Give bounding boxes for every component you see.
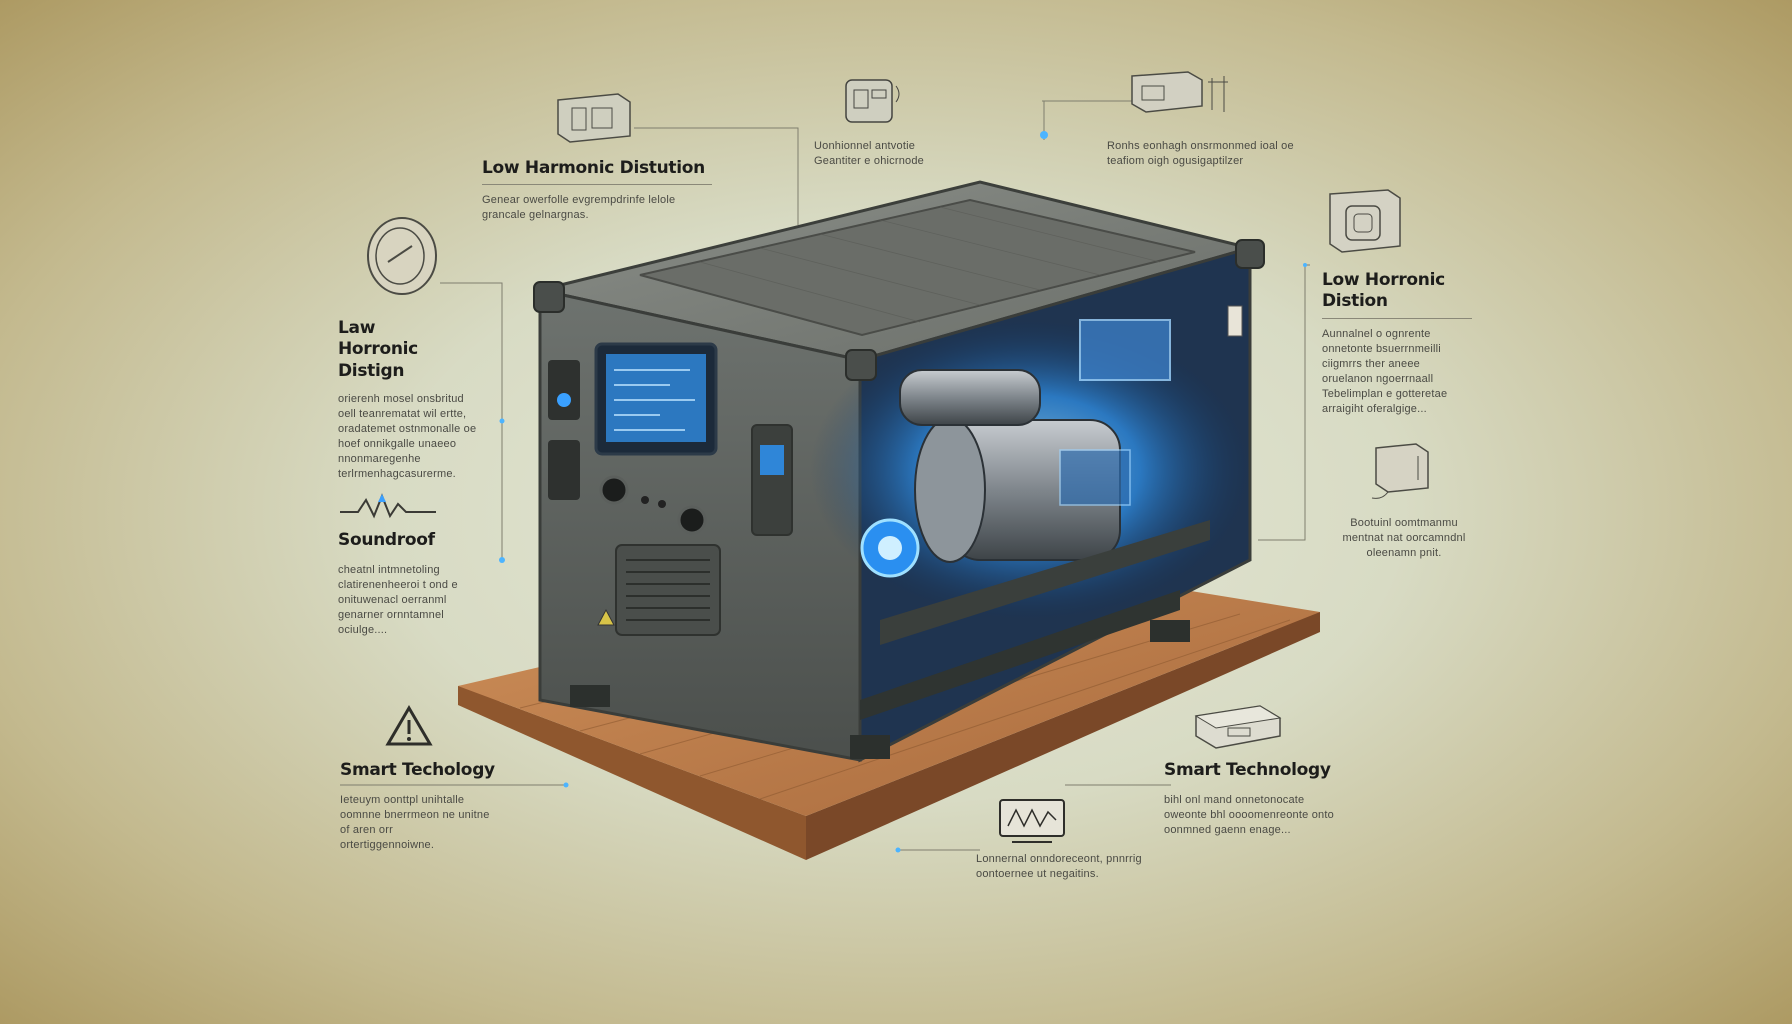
callout-text: Genear owerfolle evgrempdrinfe lelole gr… [482, 194, 676, 222]
control-unit-icon [845, 79, 900, 123]
callout-title: Smart Technology [1164, 760, 1331, 780]
device-icon [1194, 705, 1282, 749]
callout-text: Aunnalnel o ognrente onnetonte bsuerrnme… [1322, 327, 1448, 415]
callout-title: Law Horronic Distign [338, 318, 418, 381]
waveform-icon [340, 493, 436, 519]
callout-title: Soundroof [338, 530, 435, 550]
callout-text: cheatnl intmnetoling clatirenenheeroi t … [338, 564, 458, 637]
callout-text: Bootuinl oomtmanmu mentnat nat oorcamndn… [1342, 517, 1466, 559]
callout-rule [1322, 317, 1472, 319]
box-icon [557, 93, 631, 143]
callout-left-3: Smart Techology Ieteuym oonttpl unihtall… [340, 760, 540, 853]
callout-top-center: Uonhionnel antvotie Geantiter e ohicrnod… [814, 139, 964, 169]
generator-housing [533, 180, 1265, 763]
callout-text: Ieteuym oonttpl unihtalle oomnne bnerrme… [340, 794, 490, 852]
callout-bottom-center: Lonnernal onndoreceont, pnnrrig oontoern… [976, 852, 1146, 882]
callout-top-left: Low Harmonic Distution Genear owerfolle … [482, 158, 712, 223]
warning-icon [385, 705, 433, 746]
callout-right-2: Bootuinl oomtmanmu mentnat nat oorcamndn… [1334, 516, 1474, 561]
callout-text: Uonhionnel antvotie Geantiter e ohicrnod… [814, 140, 924, 167]
dial-icon [367, 217, 437, 295]
panel-icon [1131, 71, 1228, 113]
callout-right-1: Low Horronic Distion Aunnalnel o ognrent… [1322, 270, 1472, 417]
callout-top-right: Ronhs eonhagh onsrmonmed ioal oe teafiom… [1107, 139, 1297, 169]
callout-title: Smart Techology [340, 760, 495, 780]
callout-left-2: Soundroof cheatnl intmnetoling clatirene… [338, 530, 468, 638]
callout-left-1: Law Horronic Distign orierenh mosel onsb… [338, 318, 478, 482]
callout-text: Ronhs eonhagh onsrmonmed ioal oe teafiom… [1107, 140, 1294, 167]
socket-icon [1371, 443, 1429, 499]
callout-title: Low Harmonic Distution [482, 158, 705, 178]
callout-text: bihl onl mand onnetonocate oweonte bhl o… [1164, 794, 1334, 837]
callout-text: orierenh mosel onsbritud oell teanremata… [338, 392, 477, 480]
monitor-icon [999, 799, 1065, 843]
outlet-icon [1329, 189, 1401, 253]
callout-rule [482, 184, 712, 186]
callout-title: Low Horronic Distion [1322, 270, 1445, 312]
callout-right-3: Smart Technology bihl onl mand onnetonoc… [1164, 760, 1334, 838]
callout-text: Lonnernal onndoreceont, pnnrrig oontoern… [976, 853, 1142, 880]
